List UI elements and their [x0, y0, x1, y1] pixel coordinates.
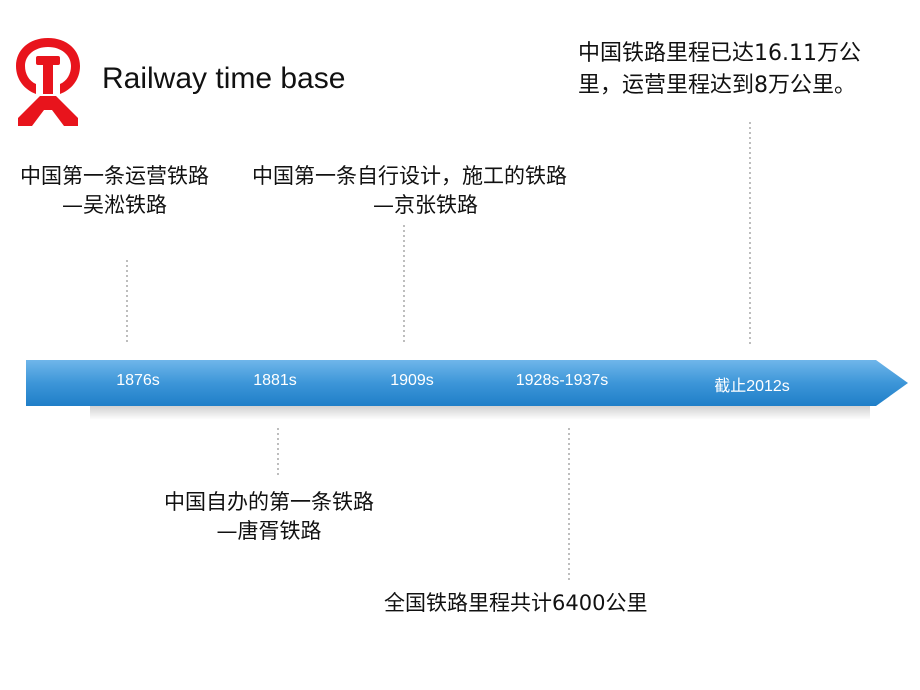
china-railway-logo-icon: [16, 38, 80, 126]
event-1909-line1: 中国第一条自行设计，施工的铁路: [252, 164, 567, 188]
timeline-shadow: [90, 406, 870, 420]
event-1881-line1: 中国自办的第一条铁路: [164, 490, 374, 514]
year-label-1876: 1876s: [116, 372, 160, 389]
event-1881-line2: —唐胥铁路: [216, 519, 322, 543]
event-2012: 中国铁路里程已达16.11万公 里，运营里程达到8万公里。: [578, 38, 861, 102]
event-1928: 全国铁路里程共计6400公里: [384, 589, 647, 618]
year-label-1928: 1928s-1937s: [515, 372, 609, 389]
event-1928-line1: 全国铁路里程共计6400公里: [384, 591, 648, 615]
year-label-2012: 截止2012s: [714, 378, 790, 395]
event-2012-line1: 中国铁路里程已达16.11万公: [578, 41, 861, 66]
event-1876-line2: —吴淞铁路: [62, 193, 167, 217]
event-1909-line2: —京张铁路: [373, 193, 478, 217]
page-title: Railway time base: [102, 62, 346, 95]
timeline-arrow: [26, 360, 908, 406]
year-label-1909: 1909s: [390, 372, 434, 389]
event-1876: 中国第一条运营铁路 —吴淞铁路: [20, 162, 209, 220]
event-1881: 中国自办的第一条铁路 —唐胥铁路: [164, 488, 374, 546]
year-label-1881: 1881s: [253, 372, 297, 389]
event-2012-line2: 里，运营里程达到8万公里。: [578, 73, 856, 98]
event-1876-line1: 中国第一条运营铁路: [20, 164, 209, 188]
event-1909: 中国第一条自行设计，施工的铁路 —京张铁路: [252, 162, 596, 220]
